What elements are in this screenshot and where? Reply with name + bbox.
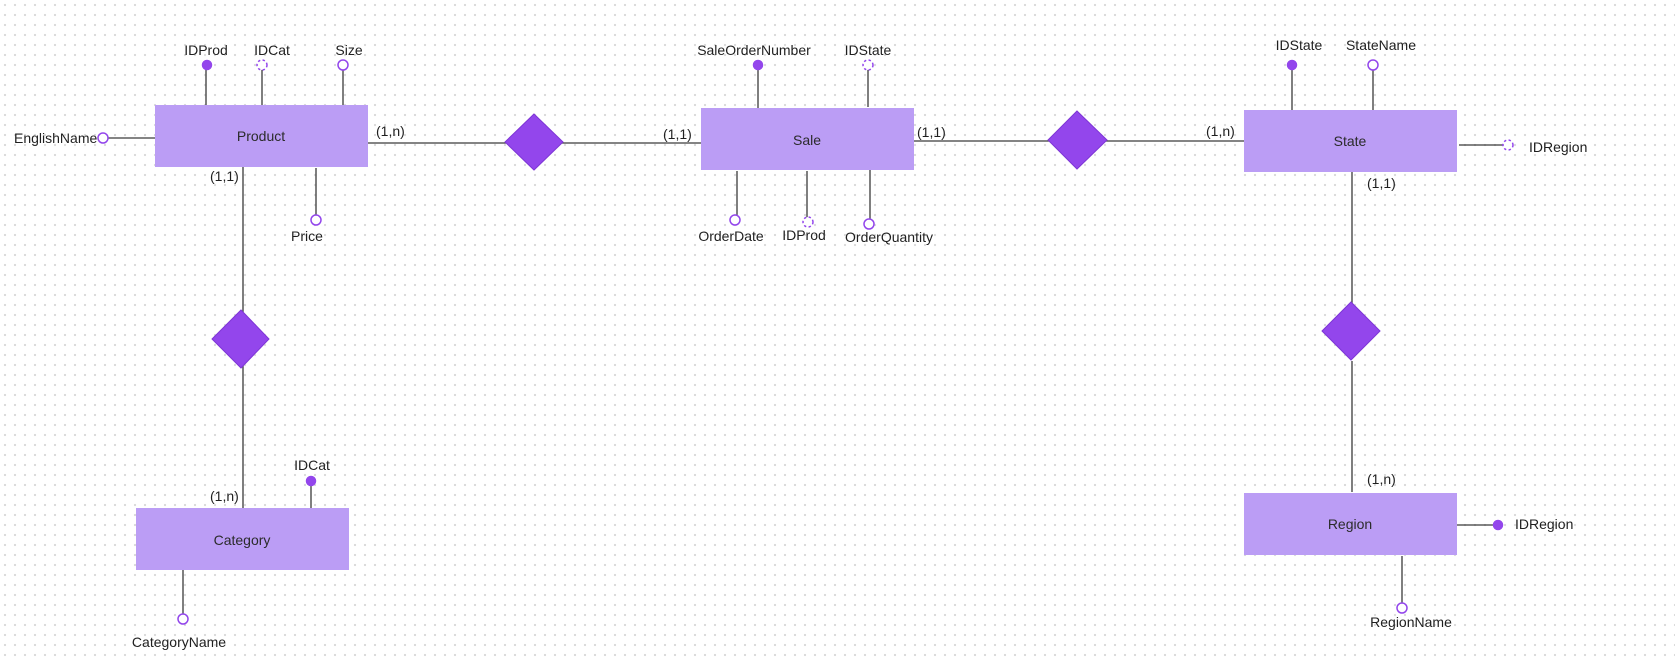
entity-product[interactable]: Product [155, 105, 368, 167]
attribute-marker-icon [337, 59, 349, 71]
key-marker-icon [752, 59, 764, 71]
attr-label-product-size: Size [335, 42, 362, 58]
key-marker-icon [305, 475, 317, 487]
attribute-marker-icon [863, 218, 875, 230]
entity-product-name: Product [237, 128, 285, 144]
entity-state-name: State [1334, 133, 1367, 149]
relationship-state-region[interactable] [1321, 301, 1381, 361]
attribute-marker-icon [1396, 602, 1408, 614]
attr-label-state-idstate: IDState [1276, 37, 1323, 53]
entity-sale[interactable]: Sale [701, 108, 914, 170]
key-marker-icon [1492, 519, 1504, 531]
attr-label-product-price: Price [291, 228, 323, 244]
cardinality-product-sale-sale: (1,1) [663, 126, 692, 142]
entity-category-name: Category [214, 532, 271, 548]
attr-label-state-statename: StateName [1346, 37, 1416, 53]
cardinality-sale-state-state: (1,n) [1206, 123, 1235, 139]
attr-label-region-regionname: RegionName [1370, 614, 1452, 630]
cardinality-state-region-state: (1,1) [1367, 175, 1396, 191]
entity-sale-name: Sale [793, 132, 821, 148]
attribute-stems [108, 65, 1503, 614]
attribute-marker-icon [1367, 59, 1379, 71]
attr-label-product-idprod: IDProd [184, 42, 228, 58]
attr-label-category-categoryname: CategoryName [132, 634, 226, 650]
entities: Product Sale State Category Region [136, 105, 1457, 570]
key-marker-icon [1286, 59, 1298, 71]
attribute-marker-icon [97, 132, 109, 144]
entity-region[interactable]: Region [1244, 493, 1457, 555]
entity-region-box[interactable] [1244, 493, 1457, 555]
entity-sale-box[interactable] [701, 108, 914, 170]
attr-label-product-englishname: EnglishName [14, 130, 97, 146]
attr-label-sale-idprod: IDProd [782, 227, 826, 243]
key-marker-icon [201, 59, 213, 71]
attr-label-state-idregion: IDRegion [1529, 139, 1587, 155]
relationships [211, 110, 1381, 369]
attr-label-region-idregion: IDRegion [1515, 516, 1573, 532]
attribute-labels: IDProd IDCat Size EnglishName Price Sale… [14, 37, 1587, 650]
relationship-product-sale[interactable] [504, 113, 564, 171]
foreign-key-marker-icon [802, 216, 814, 228]
attr-label-sale-saleordernumber: SaleOrderNumber [697, 42, 811, 58]
cardinality-product-category-product: (1,1) [210, 168, 239, 184]
entity-category[interactable]: Category [136, 508, 349, 570]
foreign-key-marker-icon [862, 59, 874, 71]
attr-label-product-idcat: IDCat [254, 42, 290, 58]
entity-state-box[interactable] [1244, 110, 1457, 172]
attr-label-sale-orderdate: OrderDate [698, 228, 764, 244]
attr-label-category-idcat: IDCat [294, 457, 330, 473]
edges [242, 140, 1353, 509]
relationship-sale-state[interactable] [1047, 110, 1108, 170]
entity-state[interactable]: State [1244, 110, 1457, 172]
cardinality-product-sale-product: (1,n) [376, 123, 405, 139]
entity-product-box[interactable] [155, 105, 368, 167]
attribute-marker-icon [310, 214, 322, 226]
relationship-product-category[interactable] [211, 309, 270, 369]
attribute-marker-icon [177, 613, 189, 625]
attr-label-sale-orderquantity: OrderQuantity [845, 229, 933, 245]
cardinality-product-category-category: (1,n) [210, 488, 239, 504]
cardinality-state-region-region: (1,n) [1367, 471, 1396, 487]
cardinality-labels: (1,n) (1,1) (1,1) (1,n) (1,1) (1,n) (1,1… [210, 123, 1396, 504]
cardinality-sale-state-sale: (1,1) [917, 124, 946, 140]
foreign-key-marker-icon [256, 59, 268, 71]
attribute-markers [97, 59, 1514, 625]
foreign-key-marker-icon [1502, 139, 1514, 151]
attr-label-sale-idstate: IDState [845, 42, 892, 58]
entity-region-name: Region [1328, 516, 1372, 532]
entity-category-box[interactable] [136, 508, 349, 570]
attribute-marker-icon [729, 214, 741, 226]
